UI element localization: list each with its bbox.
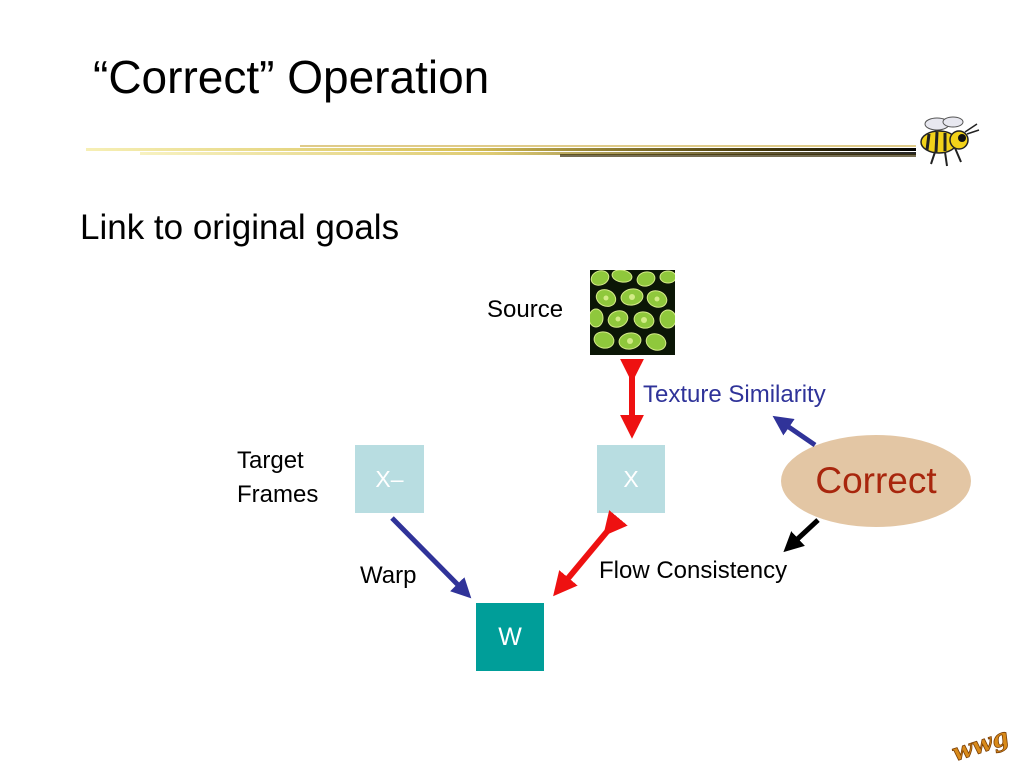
source-texture-image bbox=[590, 270, 675, 355]
target-frames-label: Target Frames bbox=[237, 447, 319, 509]
previous-frame-label: X– bbox=[375, 465, 404, 492]
slide-title: “Correct” Operation bbox=[93, 51, 490, 103]
title-divider bbox=[86, 145, 916, 157]
correct-to-flow-arrow bbox=[783, 518, 820, 553]
yellow-jacket-bee-icon bbox=[920, 116, 980, 167]
logo-icon: wwg bbox=[948, 721, 1012, 765]
correct-ellipse: Correct bbox=[781, 435, 971, 527]
warped-frame-label: W bbox=[498, 622, 522, 651]
correct-label: Correct bbox=[815, 460, 937, 501]
svg-text:wwg: wwg bbox=[948, 722, 1012, 765]
source-label: Source bbox=[487, 296, 564, 323]
flow-consistency-label: Flow Consistency bbox=[599, 557, 788, 584]
current-frame-box: X bbox=[597, 445, 665, 513]
warped-frame-box: W bbox=[476, 603, 544, 671]
previous-frame-box: X– bbox=[355, 445, 424, 513]
warp-label: Warp bbox=[360, 562, 417, 589]
correct-to-texture-arrow bbox=[772, 415, 817, 448]
bullet-link-to-goals: Link to original goals bbox=[80, 208, 400, 247]
current-frame-label: X bbox=[623, 465, 639, 492]
texture-similarity-label: Texture Similarity bbox=[643, 381, 826, 408]
